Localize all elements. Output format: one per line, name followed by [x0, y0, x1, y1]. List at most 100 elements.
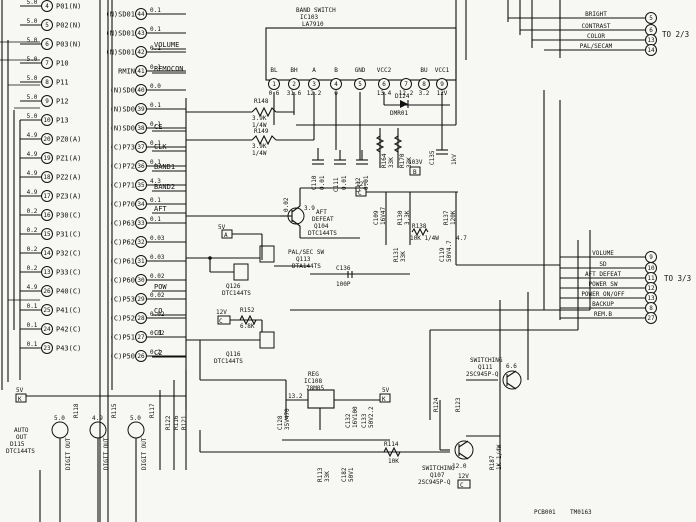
svg-text:5.0: 5.0 [54, 415, 65, 422]
b103-label: 103V [408, 159, 423, 166]
svg-text:120K: 120K [450, 210, 457, 225]
ic-right-pin-label: (N)SD01 [105, 11, 135, 19]
svg-text:R148: R148 [254, 98, 269, 105]
svg-text:6.6: 6.6 [506, 363, 517, 370]
svg-text:R137: R137 [443, 210, 450, 225]
band-switch-pin-number: 3 [312, 81, 316, 88]
signal-label: POW [154, 283, 167, 291]
ic-right-pin: 42(N)SD01 [105, 46, 186, 58]
ic-left-pin-label: P43(C) [56, 345, 81, 353]
ic-left-pin-voltage: 5.0 [27, 75, 38, 82]
svg-text:R170: R170 [399, 153, 406, 168]
svg-text:R114: R114 [384, 441, 399, 448]
signal-label: BAND2 [154, 183, 175, 191]
connector-top-pin: 13 [647, 37, 655, 44]
ic-right-pin-number: 40 [137, 87, 145, 94]
signal-label: VOLUME [154, 41, 179, 49]
ic-left-pin-number: 18 [43, 174, 51, 181]
svg-text:Q111: Q111 [478, 364, 493, 371]
signal-label: C2 [154, 349, 162, 357]
svg-text:A: A [224, 232, 228, 239]
connector-top-label: BRIGHT [585, 11, 607, 18]
ic-left-pin-label: P03(N) [56, 41, 81, 49]
svg-text:C133: C133 [361, 413, 368, 428]
d124-diode: D124 DMR01 [390, 93, 410, 117]
svg-text:0.02: 0.02 [283, 197, 290, 212]
band-switch-pin-number: 6 [382, 81, 386, 88]
ic-right-pin: 30(C)P60 [110, 274, 186, 286]
ic-left-bus [0, 0, 101, 522]
ic-left-pin-number: 25 [43, 307, 51, 314]
ic-left-pin-number: 17 [43, 193, 51, 200]
ic-right-pin: 43(N)SD01 [105, 27, 186, 39]
q111-transistor: SWITCHING Q111 2SC945P-Q 6.6 [466, 357, 522, 390]
svg-text:33K: 33K [400, 251, 407, 262]
connector-right-pin: 27 [647, 315, 655, 322]
svg-text:R123: R123 [455, 397, 462, 412]
ic-right-pin-label: (C)P71 [110, 182, 135, 190]
band-switch-pin-number: 5 [358, 81, 362, 88]
ic-right-pin-number: 26 [137, 353, 145, 360]
ic-right-pin-voltage: 0.1 [150, 64, 161, 71]
svg-text:5.0: 5.0 [130, 415, 141, 422]
ic-right-pin-label: (N)SD0 [110, 87, 135, 95]
band-switch-pin-label: B [334, 67, 338, 74]
svg-text:50V1: 50V1 [348, 467, 355, 482]
r148-resistor: R148 3.9K 1/4W [251, 98, 294, 129]
ic-right-pins: 44(N)SD0143(N)SD0142(N)SD0141RMIN40(N)SD… [105, 8, 186, 362]
svg-text:R138: R138 [412, 223, 427, 230]
ic-right-pin-label: (C)P63 [110, 220, 135, 228]
ic-right-pin-label: (C)P51 [110, 334, 135, 342]
svg-text:R121: R121 [181, 415, 188, 430]
ic-right-pin-number: 41 [137, 68, 145, 75]
svg-text:3.9: 3.9 [304, 205, 315, 212]
svg-text:0.01: 0.01 [341, 175, 348, 190]
band-switch-ref: IC103 [300, 14, 318, 21]
svg-text:C119: C119 [439, 247, 446, 262]
svg-text:33K: 33K [406, 157, 413, 168]
ic-right-pin: 33(C)P63 [110, 217, 186, 229]
ic-right-pin-label: (C)P73 [110, 144, 135, 152]
connector-top-label: COLOR [587, 33, 605, 40]
ic-left-pin-voltage: 0.2 [27, 227, 38, 234]
svg-text:R115: R115 [111, 403, 118, 418]
c110-c112-capacitors: C110 C111 C112 0.01 0.01 0.01 [311, 148, 370, 192]
signal-label: CO [154, 307, 162, 315]
band-switch-pin-label: VCC2 [377, 67, 392, 74]
svg-text:35V470: 35V470 [284, 408, 291, 430]
connector-right-pin: 13 [647, 295, 655, 302]
svg-text:R187: R187 [489, 455, 496, 470]
ic-left-pin-number: 26 [43, 288, 51, 295]
svg-text:C112: C112 [355, 177, 362, 192]
ic-right-pin: 29(C)P53 [110, 293, 186, 305]
svg-text:1/4W: 1/4W [252, 150, 267, 157]
regulator-ic108: REG IC108 78M05 13.2 K 5V C128 35V470 C1… [199, 340, 391, 441]
ic-left-pin-label: P01(N) [56, 3, 81, 11]
svg-text:3.9K: 3.9K [252, 115, 267, 122]
svg-text:DEFEAT: DEFEAT [312, 216, 334, 223]
svg-text:DTC144TS: DTC144TS [214, 358, 243, 365]
footer-code1: PCB001 [534, 509, 556, 516]
svg-text:C109: C109 [373, 210, 380, 225]
ic-right-pin-voltage: 0.1 [150, 159, 161, 166]
connector-right-pin: 10 [647, 265, 655, 272]
band-switch-title: BAND SWITCH [296, 7, 336, 14]
svg-text:4.7: 4.7 [456, 235, 467, 242]
band-switch-pin-label: BL [270, 67, 278, 74]
connector-right-pin: 11 [647, 275, 655, 282]
ic-right-pin-number: 33 [137, 220, 145, 227]
band-switch-pins: BL10.6BH231.6A312.2B40GND5VCC2613.4712.2… [268, 67, 450, 97]
ic-right-pin-voltage: 0.1 [150, 26, 161, 33]
r164-r170: R164 R170 33K 33K 103V B [375, 128, 423, 176]
ic-left-pin-number: 20 [43, 136, 51, 143]
ic-right-pin-voltage: 0.03 [150, 254, 165, 261]
ic-left-pin-number: 13 [43, 269, 51, 276]
ic-left-pin-number: 15 [43, 231, 51, 238]
svg-text:OUT: OUT [16, 434, 27, 441]
